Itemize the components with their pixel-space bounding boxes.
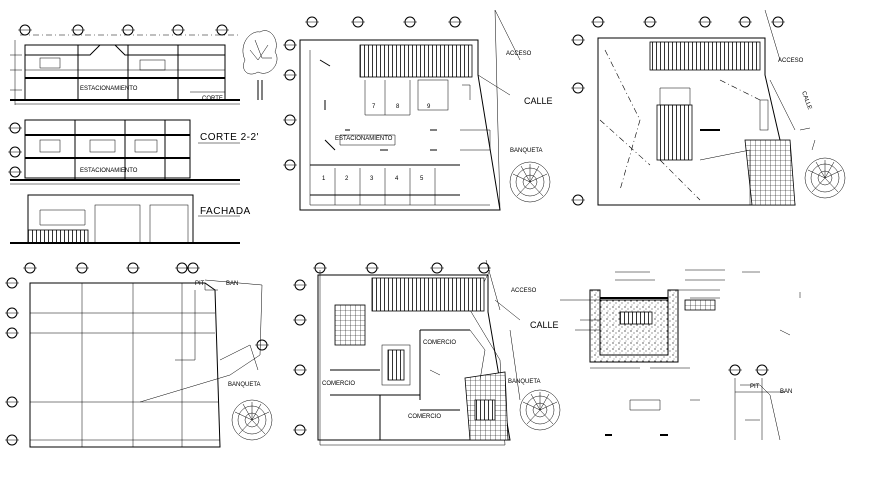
svg-text:3: 3 <box>370 176 374 182</box>
label-comercio: COMERCIO <box>408 414 441 420</box>
grid-axis-marker <box>727 364 770 376</box>
parking-label: ESTACIONAMIENTO <box>335 136 393 142</box>
stair-hatch <box>387 349 405 381</box>
roof-hatch <box>649 41 761 71</box>
label-banqueta: BANQUETA <box>508 379 541 385</box>
label-banqueta: BANQUETA <box>510 148 543 154</box>
label-comercio: COMERCIO <box>322 381 355 387</box>
grid-floor <box>334 304 366 346</box>
section-title-small: CORTE <box>202 96 223 102</box>
key-plan: PIT BAN <box>690 364 792 441</box>
tree-symbol <box>804 157 846 199</box>
label-pit: PIT <box>750 384 760 390</box>
tree-elevation <box>242 30 278 100</box>
svg-text:5: 5 <box>420 176 424 182</box>
commercial-floor-plan: COMERCIO COMERCIO COMERCIO ACCESO CALLE … <box>292 259 561 446</box>
roof-hatch <box>371 277 485 312</box>
svg-text:ESTACIONAMIENTO: ESTACIONAMIENTO <box>80 168 138 174</box>
label-comercio: COMERCIO <box>423 340 456 346</box>
roof-hatch <box>359 44 473 78</box>
tree-symbol <box>509 161 551 203</box>
tree-symbol <box>519 389 561 431</box>
label-pit: PIT <box>195 281 205 287</box>
svg-text:9: 9 <box>427 104 431 110</box>
svg-text:1: 1 <box>322 176 326 182</box>
svg-text:ESTACIONAMIENTO: ESTACIONAMIENTO <box>80 86 138 92</box>
label-acceso: ACCESO <box>511 288 537 294</box>
structural-grid-plan: PIT BAN BANQUETA <box>4 262 273 448</box>
label-calle: CALLE <box>530 320 559 330</box>
section-title: CORTE 2-2' <box>200 132 259 143</box>
label-calle: CALLE <box>524 96 553 106</box>
tree-symbol <box>231 399 273 441</box>
label-acceso: ACCESO <box>778 58 804 64</box>
svg-text:2: 2 <box>345 176 349 182</box>
grid-floor <box>744 139 796 206</box>
label-calle: CALLE <box>800 91 812 111</box>
label-acceso: ACCESO <box>506 51 532 57</box>
facade-elevation: FACHADA <box>10 194 251 244</box>
upper-floor-plan: ACCESO CALLE <box>570 9 846 206</box>
svg-text:8: 8 <box>396 104 400 110</box>
construction-detail <box>560 269 801 436</box>
svg-text:4: 4 <box>395 176 399 182</box>
grid-axis-marker <box>4 262 201 446</box>
stair-hatch <box>656 104 693 161</box>
section-drawing-top: ESTACIONAMIENTO CORTE <box>10 24 278 105</box>
label-ban: BAN <box>226 281 238 287</box>
grid-axis-marker <box>7 122 23 178</box>
facade-title: FACHADA <box>200 206 251 217</box>
svg-text:7: 7 <box>372 104 376 110</box>
label-banqueta: BANQUETA <box>228 382 261 388</box>
label-ban: BAN <box>780 389 792 395</box>
section-drawing-middle: ESTACIONAMIENTO CORTE 2-2' <box>7 119 259 185</box>
parking-floor-plan: 7 8 9 1 2 3 4 5 ESTACIONAMIENTO ACCESO C… <box>282 9 553 211</box>
grid-axis-marker <box>17 24 230 36</box>
